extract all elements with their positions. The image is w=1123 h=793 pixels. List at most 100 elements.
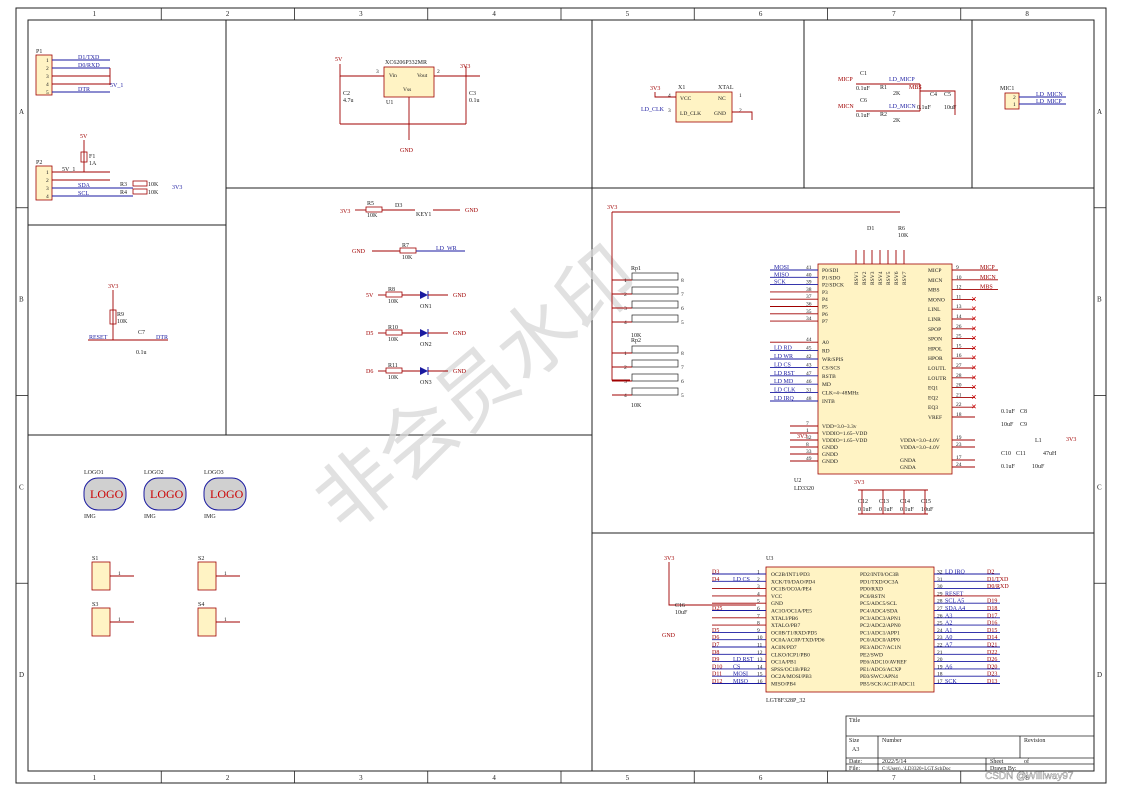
tb-title-label: Title — [849, 718, 860, 724]
rp1-pin-right: 6 — [681, 306, 684, 312]
rp1-element — [631, 272, 679, 281]
mcu-left-d: D11 — [712, 672, 722, 678]
ld-3v3: 3V3 — [607, 205, 617, 211]
ld3320-right-net: MICP — [980, 265, 995, 271]
reg-vin: Vin — [389, 73, 397, 79]
grid-col-top: 3 — [359, 10, 363, 18]
mcu-left-d: D4 — [712, 577, 719, 583]
led-net: D6 — [366, 369, 373, 375]
logo-ref: LOGO2 — [144, 470, 164, 476]
c16-ref: C16 — [675, 603, 685, 609]
p2-pin-number: 3 — [46, 186, 49, 192]
ld3320-left-num: 35 — [806, 309, 812, 315]
key-3v3: 3V3 — [340, 209, 350, 215]
ld3320-right-num: 21 — [956, 392, 962, 398]
led-gnd: GND — [453, 293, 467, 299]
tb-date-label: Date: — [849, 759, 862, 765]
ld3320-left-net: MISO — [774, 272, 790, 278]
mcu-right-name: PC4/ADC4/SDA — [860, 609, 898, 615]
p2-5v-label: 5V — [80, 134, 88, 140]
grid-row-right: C — [1097, 483, 1102, 491]
led-resistor-ref: R8 — [388, 287, 395, 293]
mcu-right-num: 18 — [937, 672, 943, 678]
f1-ref: F1 — [89, 154, 95, 160]
ld3320-right-name: MICP — [928, 268, 941, 274]
mcu-left-num: 15 — [757, 672, 763, 678]
crystal-block: X1 XTAL VCC NC LD_CLK GND 4 1 3 2 3V3 LD… — [641, 85, 753, 123]
switch-body — [197, 607, 217, 637]
led-resistor-value: 10K — [388, 337, 399, 343]
reg-ref: U1 — [386, 100, 393, 106]
tb-file-value: C:\Users\..\LD3320+LGT.SchDoc — [882, 767, 951, 772]
mcu-right-d: D18 — [987, 606, 997, 612]
mcu-right-net: RESET — [945, 591, 964, 597]
c7-value: 0.1u — [136, 350, 147, 356]
tb-size-value: A3 — [852, 747, 859, 753]
ld3320-right-num: 26 — [956, 324, 962, 330]
mcu-left-name: SPSS/OC1B/PB2 — [771, 667, 810, 673]
tb-revision-label: Revision — [1024, 738, 1045, 744]
switch-ref: S1 — [92, 556, 98, 562]
p1-pin-number: 2 — [46, 66, 49, 72]
logo-sub: IMG — [144, 514, 156, 520]
watermark-text: 非会员水印 — [299, 230, 656, 550]
mcu-left-name: CLKO/ICP1/PB0 — [771, 652, 810, 658]
key1-ref: KEY1 — [416, 212, 431, 218]
ld3320-cap-value: 0.1uF — [858, 507, 873, 513]
ld3320-left-num: 46 — [806, 379, 812, 385]
ld3320-left-num: 45 — [806, 346, 812, 352]
ld3320-rsv-pin: RSV5 — [886, 271, 892, 285]
r3-ref: R3 — [120, 182, 127, 188]
mcu-right-num: 31 — [937, 577, 943, 583]
led-gnd: GND — [453, 331, 467, 337]
ld3320-rsv-pin: RSV4 — [878, 271, 884, 285]
led-resistor-value: 10K — [388, 299, 399, 305]
grid-col-bottom: 4 — [492, 774, 496, 782]
rp2-pin-right: 5 — [681, 393, 684, 399]
mcu-body — [765, 566, 935, 693]
p1-net-label: D0/RXD — [78, 63, 100, 69]
ld3320-left-num: 39 — [806, 280, 812, 286]
mcu-right-num: 26 — [937, 613, 943, 619]
rp2-pin-left: 3 — [624, 379, 627, 385]
ld3320-rsv-pin: RSV1 — [854, 271, 860, 285]
led-resistor — [385, 291, 403, 298]
mcu-right-num: 19 — [937, 664, 943, 670]
mcu-right-num: 29 — [937, 591, 943, 597]
led-resistor-value: 10K — [388, 375, 399, 381]
mcu-left-d: D9 — [712, 657, 719, 663]
r3-value: 10K — [148, 182, 159, 188]
ld3320-left-num: 43 — [806, 362, 812, 368]
mic1-net2: LD_MICP — [1036, 99, 1062, 105]
reg-vss: Vss — [403, 87, 411, 93]
ld3320-left-net: SCK — [774, 280, 786, 286]
led-diode-mark — [420, 329, 428, 337]
grid-col-top: 2 — [226, 10, 230, 18]
logo-ref: LOGO1 — [84, 470, 104, 476]
xtal-3v3: 3V3 — [650, 86, 660, 92]
ld3320-right-num: 20 — [956, 383, 962, 389]
ld3320-right-name: EQ1 — [928, 386, 938, 392]
ld3320-left-name: A0 — [822, 340, 829, 346]
ld-3v3-r: 3V3 — [1066, 437, 1076, 443]
ld3320-right-num: 22 — [956, 402, 962, 408]
mcu-right-name: PC0/ADC0/APP0 — [860, 638, 900, 644]
rp1-element — [631, 314, 679, 323]
mcu-right-d: D20 — [987, 664, 997, 670]
ld3320-pwr-left-num: 7 — [806, 421, 809, 427]
mcu-left-name: OC1A/PB1 — [771, 660, 797, 666]
r7-block: GND R7 10K LD_WR — [352, 243, 465, 261]
mcu-left-net: CS — [733, 664, 740, 670]
xtal-clk: LD_CLK — [680, 111, 701, 117]
c9-ref: C9 — [1020, 422, 1027, 428]
grid-col-top: 6 — [759, 10, 763, 18]
mcu-left-num: 4 — [757, 591, 760, 597]
ld3320-pwr-right-name: GNDA — [900, 465, 916, 471]
ld3320-left-num: 47 — [806, 371, 812, 377]
p1-pin-number: 4 — [46, 82, 49, 88]
ld3320-cap-ref: C14 — [900, 499, 910, 505]
grid-col-bottom: 2 — [226, 774, 230, 782]
ld3320-left-name: INTB — [822, 399, 835, 405]
